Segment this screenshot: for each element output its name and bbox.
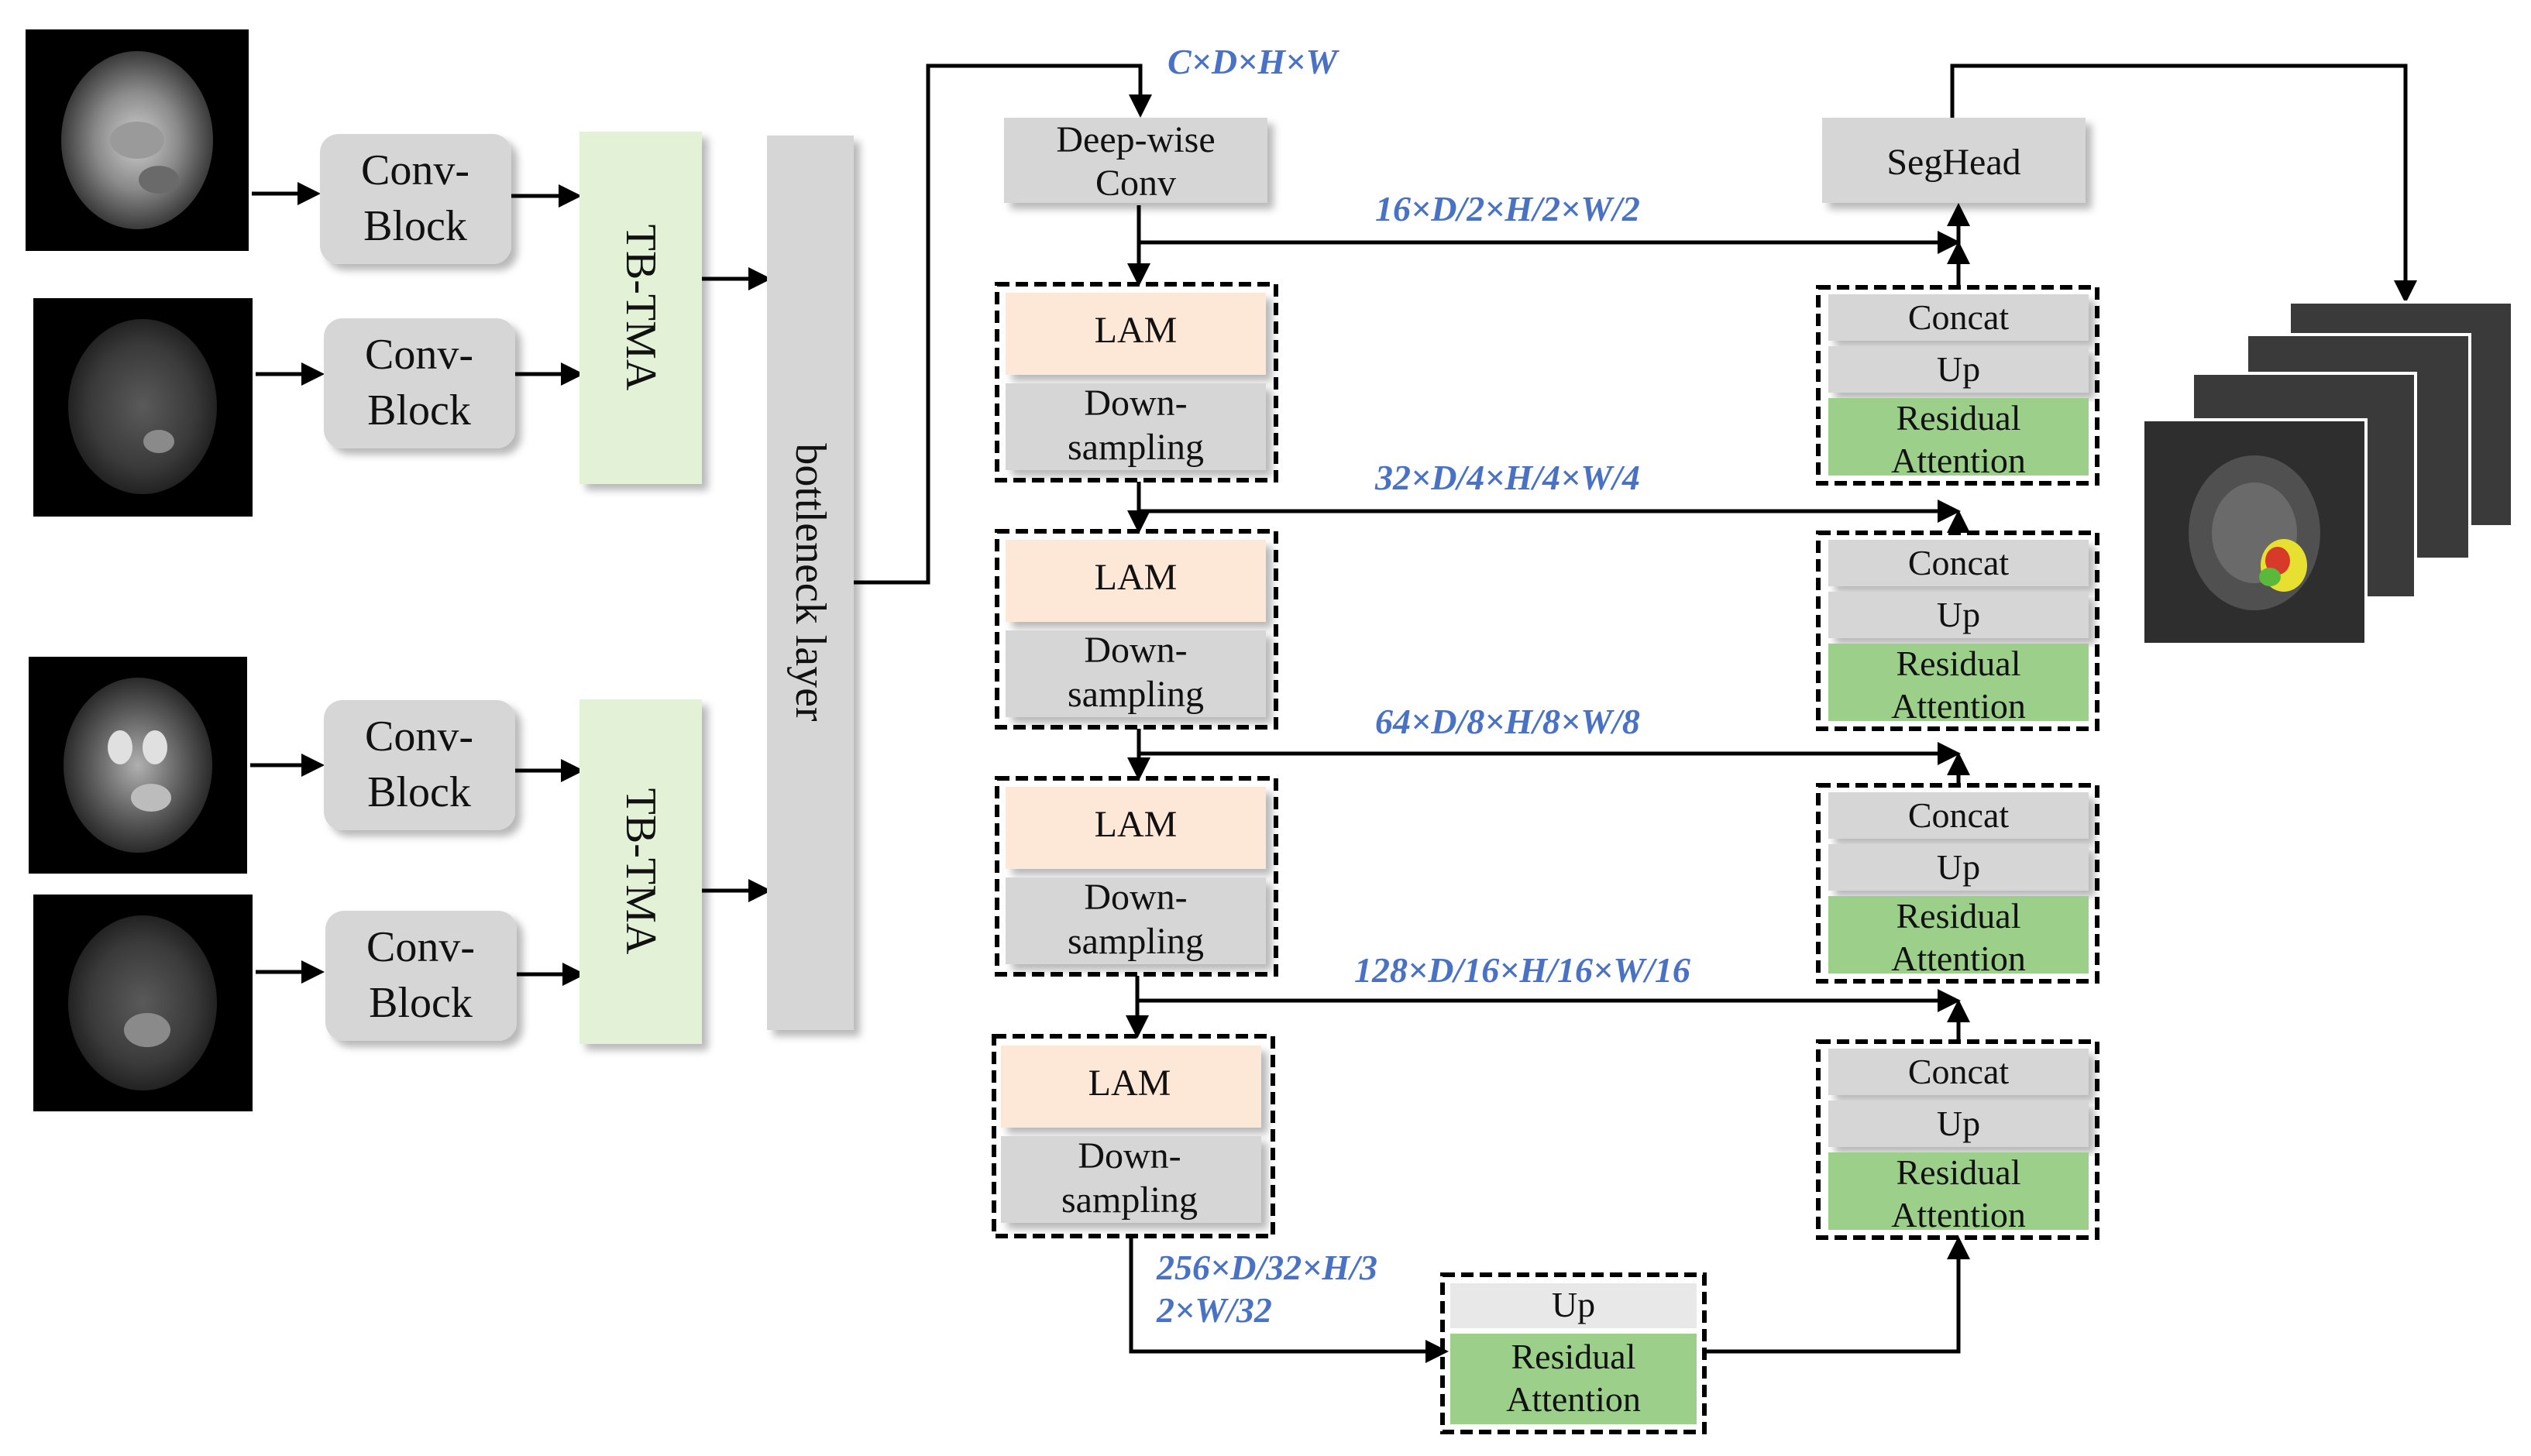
svg-text:Down-: Down- — [1078, 1135, 1181, 1176]
seghead-to-output-arrow — [1950, 64, 2417, 304]
svg-text:Residual: Residual — [1897, 644, 2021, 683]
svg-text:sampling: sampling — [1068, 921, 1204, 962]
svg-text:Concat: Concat — [1908, 543, 2010, 582]
svg-text:Concat: Concat — [1908, 1052, 2010, 1091]
tb-tma-block-2: TB-TMA — [579, 699, 702, 1044]
encoder-stage-4: LAM Down- sampling — [992, 1034, 1275, 1238]
svg-text:Up: Up — [1937, 595, 1980, 634]
svg-text:Conv-: Conv- — [365, 713, 473, 761]
svg-text:Deep-wise: Deep-wise — [1056, 119, 1215, 160]
svg-text:Up: Up — [1937, 1104, 1980, 1143]
deep-wise-conv-block: Deep-wise Conv — [1004, 118, 1267, 204]
svg-text:Concat: Concat — [1908, 297, 2010, 337]
skip-connection-arrows — [1137, 231, 1961, 1012]
bottleneck-to-deepwise-arrow — [854, 64, 1152, 585]
svg-text:LAM: LAM — [1095, 310, 1178, 351]
svg-text:sampling: sampling — [1061, 1180, 1198, 1221]
svg-text:Block: Block — [369, 979, 473, 1027]
decoder-stage-1: Concat Up Residual Attention — [1816, 285, 2099, 486]
svg-text:bottleneck layer: bottleneck layer — [786, 443, 834, 722]
svg-text:Attention: Attention — [1891, 939, 2026, 978]
tbtma-to-bottleneck-arrows — [702, 267, 772, 902]
svg-text:Conv-: Conv- — [366, 923, 475, 971]
svg-text:Residual: Residual — [1897, 1152, 2021, 1192]
encoder-stage-3: LAM Down- sampling — [995, 776, 1278, 977]
svg-text:LAM: LAM — [1095, 804, 1178, 845]
decoder-stage-4: Concat Up Residual Attention — [1816, 1039, 2099, 1240]
svg-text:sampling: sampling — [1068, 427, 1204, 468]
tb-tma-block-1: TB-TMA — [579, 132, 702, 484]
svg-text:Concat: Concat — [1908, 795, 2010, 835]
svg-text:Conv: Conv — [1095, 163, 1176, 204]
svg-text:Residual: Residual — [1897, 398, 2021, 438]
mri-input-image-2 — [33, 298, 253, 517]
seghead-block: SegHead — [1822, 118, 2086, 203]
bridge-up-attention-block: Up Residual Attention — [1440, 1272, 1707, 1434]
conv-block-3: Conv- Block — [324, 700, 515, 830]
svg-text:Block: Block — [363, 202, 467, 250]
svg-text:Down-: Down- — [1084, 877, 1187, 918]
svg-text:TB-TMA: TB-TMA — [617, 225, 665, 391]
svg-text:Up: Up — [1937, 847, 1980, 887]
conv-block-2: Conv- Block — [324, 318, 515, 448]
dim-label-bottleneck-line1: 256×D/32×H/3 — [1156, 1248, 1377, 1287]
svg-text:Residual: Residual — [1897, 896, 2021, 936]
svg-text:Attention: Attention — [1891, 686, 2026, 726]
svg-text:Up: Up — [1552, 1285, 1595, 1324]
svg-text:Down-: Down- — [1084, 630, 1187, 671]
mri-input-image-4 — [33, 895, 253, 1111]
dim-label-level-4: 128×D/16×H/16×W/16 — [1354, 950, 1690, 990]
conv-to-tbtma-arrows — [511, 184, 586, 986]
dim-label-level-2: 32×D/4×H/4×W/4 — [1374, 458, 1640, 497]
dim-label-level-1: 16×D/2×H/2×W/2 — [1375, 189, 1640, 228]
svg-text:Down-: Down- — [1084, 383, 1187, 424]
svg-text:Conv-: Conv- — [365, 331, 473, 379]
svg-text:SegHead: SegHead — [1886, 142, 2020, 183]
svg-text:sampling: sampling — [1068, 674, 1204, 715]
dim-label-bottleneck-line2: 2×W/32 — [1156, 1290, 1272, 1330]
bridge-to-decoder-arrow — [1704, 1236, 1970, 1354]
svg-text:Attention: Attention — [1891, 1195, 2026, 1235]
conv-block-4: Conv- Block — [325, 911, 517, 1041]
svg-text:LAM: LAM — [1088, 1063, 1171, 1104]
encoder-stage-1: LAM Down- sampling — [995, 282, 1278, 482]
svg-text:Block: Block — [367, 386, 471, 434]
svg-text:Block: Block — [367, 768, 471, 816]
svg-text:Conv-: Conv- — [361, 146, 469, 194]
output-segmentation-stack — [2141, 300, 2514, 646]
conv-block-1: Conv- Block — [320, 134, 511, 264]
dim-label-input: C×D×H×W — [1167, 42, 1339, 81]
svg-text:Residual: Residual — [1511, 1337, 1636, 1376]
svg-text:TB-TMA: TB-TMA — [617, 788, 665, 955]
dim-label-level-3: 64×D/8×H/8×W/8 — [1375, 702, 1640, 741]
encoder-to-bridge-arrow — [1129, 1238, 1449, 1363]
svg-text:Attention: Attention — [1891, 441, 2026, 480]
encoder-stage-2: LAM Down- sampling — [995, 529, 1278, 730]
image-to-conv-arrows — [250, 182, 325, 984]
svg-text:LAM: LAM — [1095, 557, 1178, 598]
mri-input-image-3 — [29, 657, 247, 874]
decoder-stage-2: Concat Up Residual Attention — [1816, 531, 2099, 731]
decoder-stage-3: Concat Up Residual Attention — [1816, 783, 2099, 984]
svg-text:Up: Up — [1937, 349, 1980, 389]
mri-input-image-1 — [26, 29, 249, 251]
bottleneck-layer: bottleneck layer — [767, 136, 854, 1030]
svg-text:Attention: Attention — [1506, 1379, 1641, 1419]
